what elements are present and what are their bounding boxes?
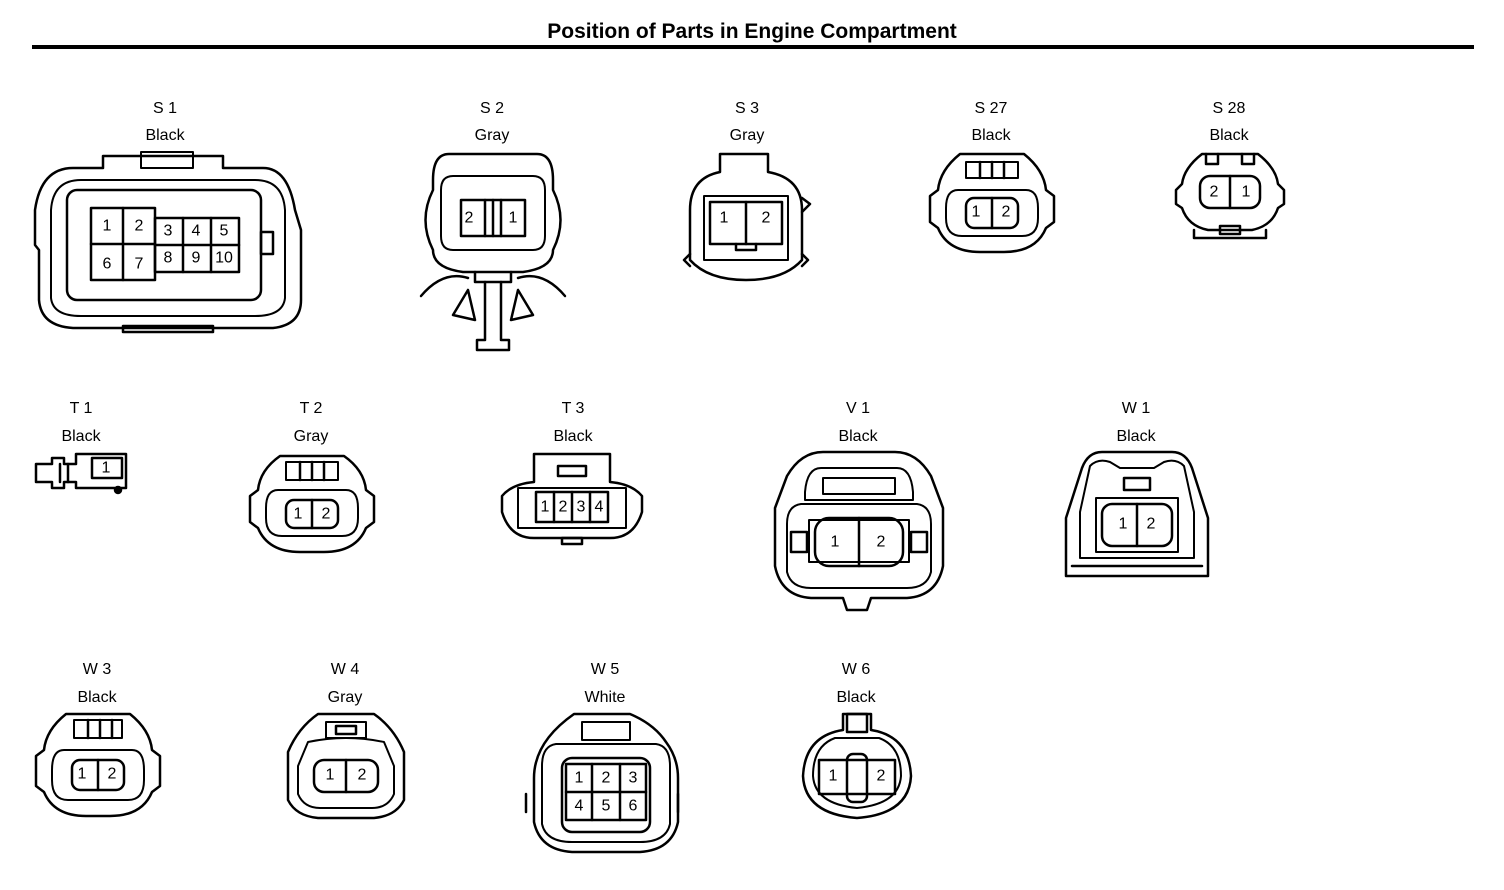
pin-label: 9 — [192, 250, 201, 267]
connector-code-s2: S 2 — [479, 100, 504, 117]
connector-color-w6: Black — [836, 689, 876, 706]
pin-label: 1 — [541, 499, 550, 516]
pin-label: 6 — [103, 256, 112, 273]
pin-label: 1 — [831, 534, 840, 551]
connector-s27-diagram: 1 2 — [928, 152, 1056, 254]
pin-label: 8 — [164, 250, 173, 267]
pin-label: 2 — [1147, 516, 1156, 533]
pin-label: 2 — [1002, 204, 1011, 221]
connector-s3-diagram: 1 2 — [682, 152, 812, 282]
connector-color-s2: Gray — [474, 127, 510, 144]
connector-color-t3: Black — [553, 428, 593, 445]
pin-label: 2 — [1210, 184, 1219, 201]
pin-label: 2 — [465, 210, 474, 227]
connector-code-w1: W 1 — [1121, 400, 1151, 417]
connector-code-s27: S 27 — [974, 100, 1008, 117]
pin-label: 7 — [135, 256, 144, 273]
pin-label: 5 — [220, 223, 229, 240]
pin-label: 2 — [559, 499, 568, 516]
connector-color-s27: Black — [971, 127, 1011, 144]
pin-label: 1 — [294, 506, 303, 523]
connector-code-t1: T 1 — [69, 400, 93, 417]
connector-color-s3: Gray — [729, 127, 765, 144]
pin-label: 2 — [108, 766, 117, 783]
pin-label: 1 — [829, 768, 838, 785]
connector-color-w1: Black — [1116, 428, 1156, 445]
pin-label: 1 — [972, 204, 981, 221]
pin-label: 2 — [322, 506, 331, 523]
connector-w6-diagram: 1 2 — [801, 712, 913, 820]
pin-label: 1 — [1242, 184, 1251, 201]
connector-s1-diagram: 1 2 3 4 5 6 7 8 9 10 — [33, 151, 303, 334]
connector-code-t3: T 3 — [561, 400, 585, 417]
connector-w5-diagram: 1 2 3 4 5 6 — [524, 712, 680, 854]
pin-label: 1 — [326, 767, 335, 784]
connector-v1-diagram: 1 2 — [773, 450, 945, 612]
connector-color-w4: Gray — [327, 689, 363, 706]
connector-code-s28: S 28 — [1212, 100, 1246, 117]
pin-label: 2 — [877, 768, 886, 785]
pin-label: 3 — [164, 223, 173, 240]
connector-code-w3: W 3 — [82, 661, 112, 678]
pin-label: 2 — [877, 534, 886, 551]
connector-color-v1: Black — [838, 428, 878, 445]
connector-color-s1: Black — [145, 127, 185, 144]
connector-code-w4: W 4 — [330, 661, 360, 678]
connector-code-w5: W 5 — [590, 661, 620, 678]
connector-t2-diagram: 1 2 — [248, 454, 376, 554]
connector-code-s1: S 1 — [152, 100, 177, 117]
connector-t1-diagram: 1 — [34, 452, 128, 495]
pin-label: 3 — [629, 770, 638, 787]
connector-s2-diagram: 2 1 — [419, 152, 567, 352]
connector-t3-diagram: 1 2 3 4 — [500, 452, 644, 546]
pin-label: 1 — [720, 210, 729, 227]
pin-label: 4 — [192, 223, 201, 240]
connector-color-s28: Black — [1209, 127, 1249, 144]
pin-label: 1 — [103, 218, 112, 235]
connector-color-t2: Gray — [293, 428, 329, 445]
page-title: Position of Parts in Engine Compartment — [547, 20, 957, 43]
connector-color-w5: White — [584, 689, 626, 706]
connector-code-t2: T 2 — [299, 400, 323, 417]
pin-label: 1 — [78, 766, 87, 783]
title-rule — [32, 45, 1474, 49]
connector-w1-diagram: 1 2 — [1064, 450, 1210, 578]
pin-label: 4 — [595, 499, 604, 516]
pin-label: 1 — [509, 210, 518, 227]
connector-code-s3: S 3 — [734, 100, 759, 117]
connector-color-w3: Black — [77, 689, 117, 706]
pin-label: 2 — [358, 767, 367, 784]
connector-code-w6: W 6 — [841, 661, 871, 678]
connector-s28-diagram: 2 1 — [1174, 152, 1286, 240]
connector-w3-diagram: 1 2 — [34, 712, 162, 818]
pin-label: 4 — [575, 798, 584, 815]
connector-code-v1: V 1 — [845, 400, 870, 417]
pin-label: 5 — [602, 798, 611, 815]
pin-label: 2 — [602, 770, 611, 787]
connector-color-t1: Black — [61, 428, 101, 445]
connector-w4-diagram: 1 2 — [286, 712, 406, 820]
pin-label: 2 — [135, 218, 144, 235]
pin-label: 3 — [577, 499, 586, 516]
pin-label: 1 — [1119, 516, 1128, 533]
pin-label: 1 — [102, 460, 111, 477]
pin-label: 2 — [762, 210, 771, 227]
pin-label: 6 — [629, 798, 638, 815]
pin-label: 1 — [575, 770, 584, 787]
pin-label: 10 — [215, 250, 233, 267]
